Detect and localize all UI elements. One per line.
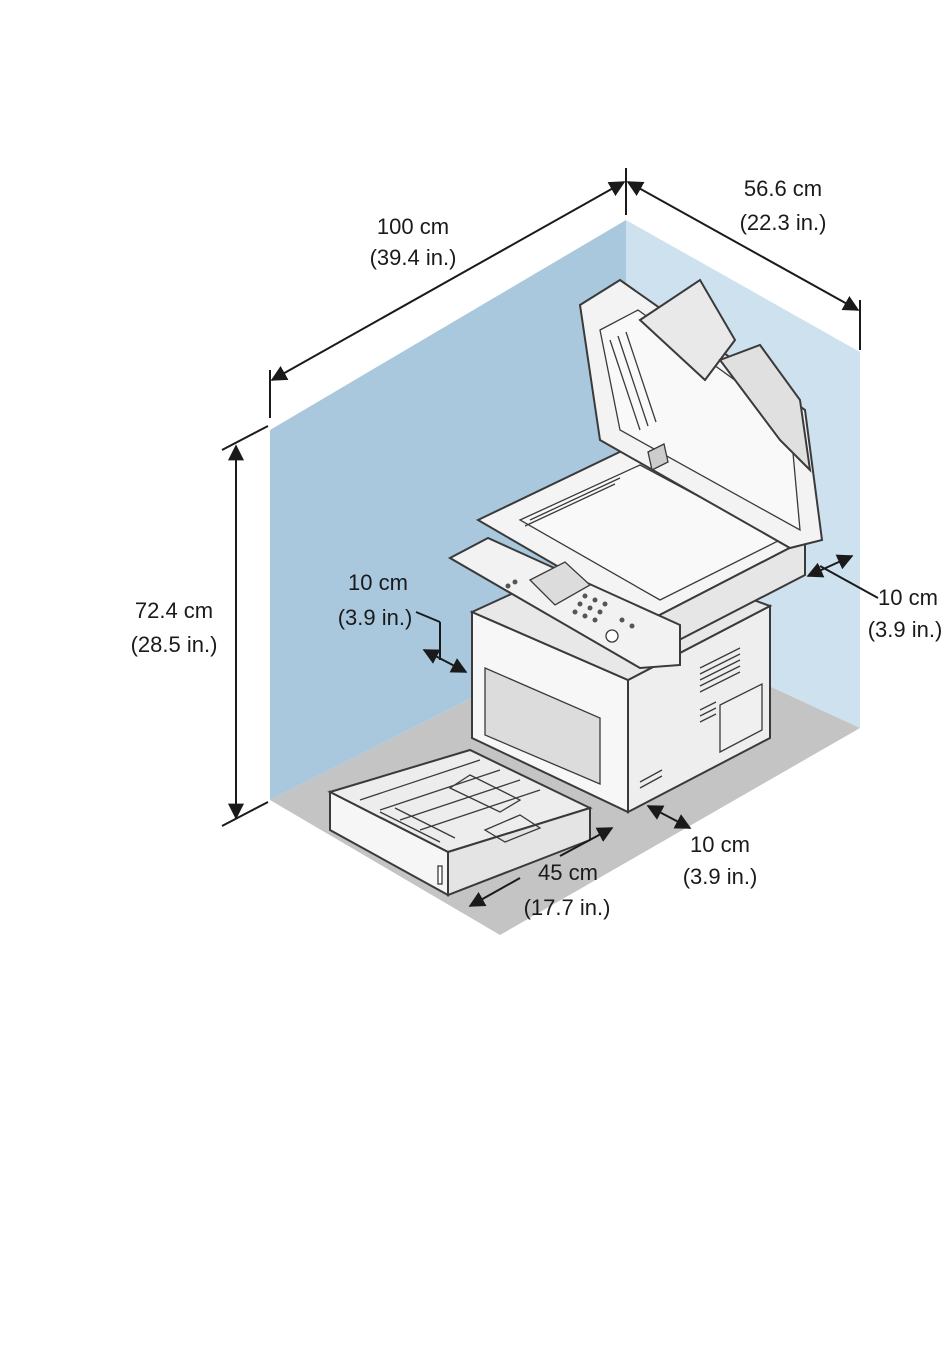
right-clearance-metric: 10 cm (878, 585, 938, 610)
height-imperial: (28.5 in.) (131, 632, 218, 657)
depth-right-metric: 56.6 cm (744, 176, 822, 201)
front-clearance-imperial: (3.9 in.) (683, 864, 758, 889)
right-clearance-imperial: (3.9 in.) (868, 617, 943, 642)
front-clearance-metric: 10 cm (690, 832, 750, 857)
dimension-height: 72.4 cm (28.5 in.) (131, 426, 268, 826)
left-clearance-imperial: (3.9 in.) (338, 605, 413, 630)
width-back-imperial: (39.4 in.) (370, 245, 457, 270)
width-back-metric: 100 cm (377, 214, 449, 239)
height-metric: 72.4 cm (135, 598, 213, 623)
left-clearance-metric: 10 cm (348, 570, 408, 595)
tray-depth-metric: 45 cm (538, 860, 598, 885)
depth-right-imperial: (22.3 in.) (740, 210, 827, 235)
tray-depth-imperial: (17.7 in.) (524, 895, 611, 920)
